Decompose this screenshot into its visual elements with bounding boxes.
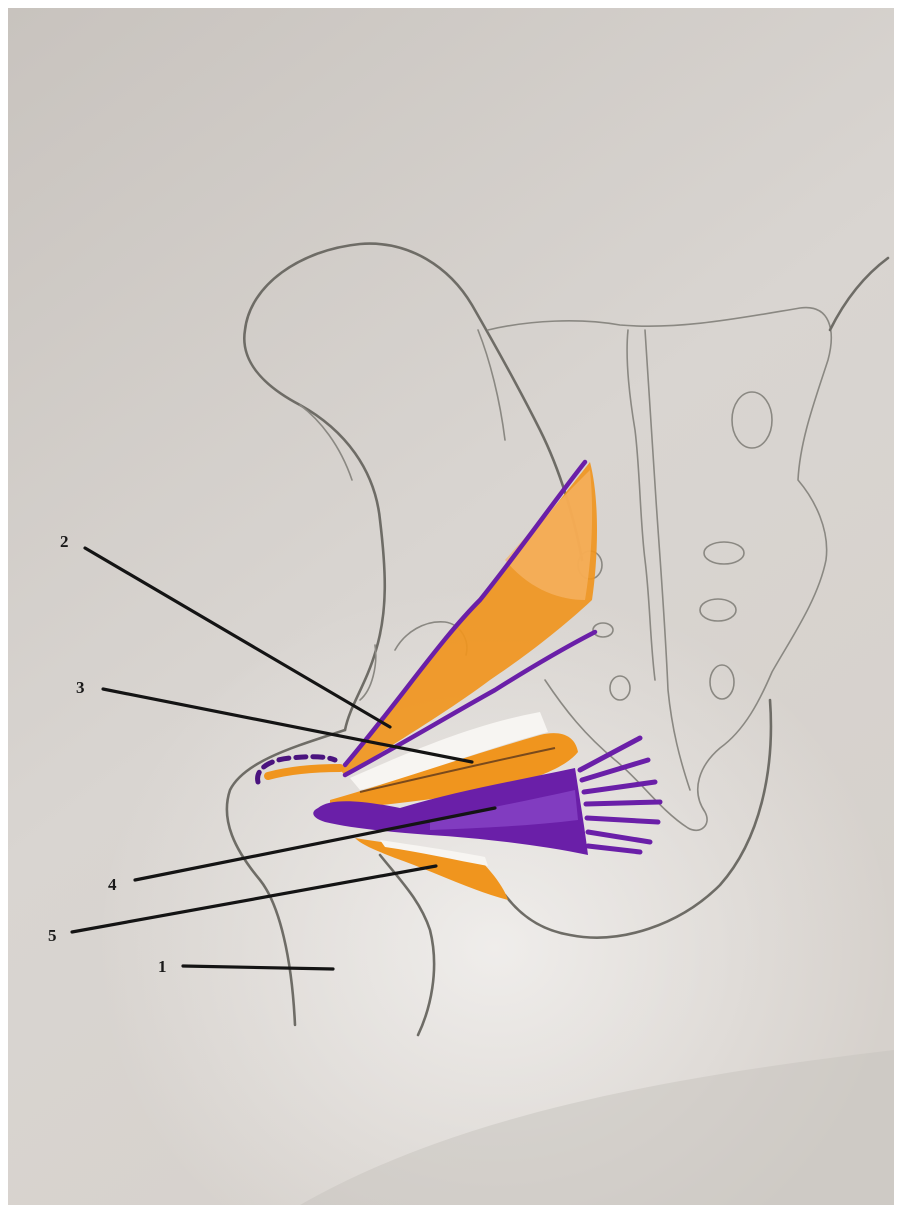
label-3: 3 xyxy=(76,678,85,697)
label-5: 5 xyxy=(48,926,57,945)
label-4: 4 xyxy=(108,875,117,894)
label-1: 1 xyxy=(158,957,167,976)
label-2: 2 xyxy=(60,532,69,551)
